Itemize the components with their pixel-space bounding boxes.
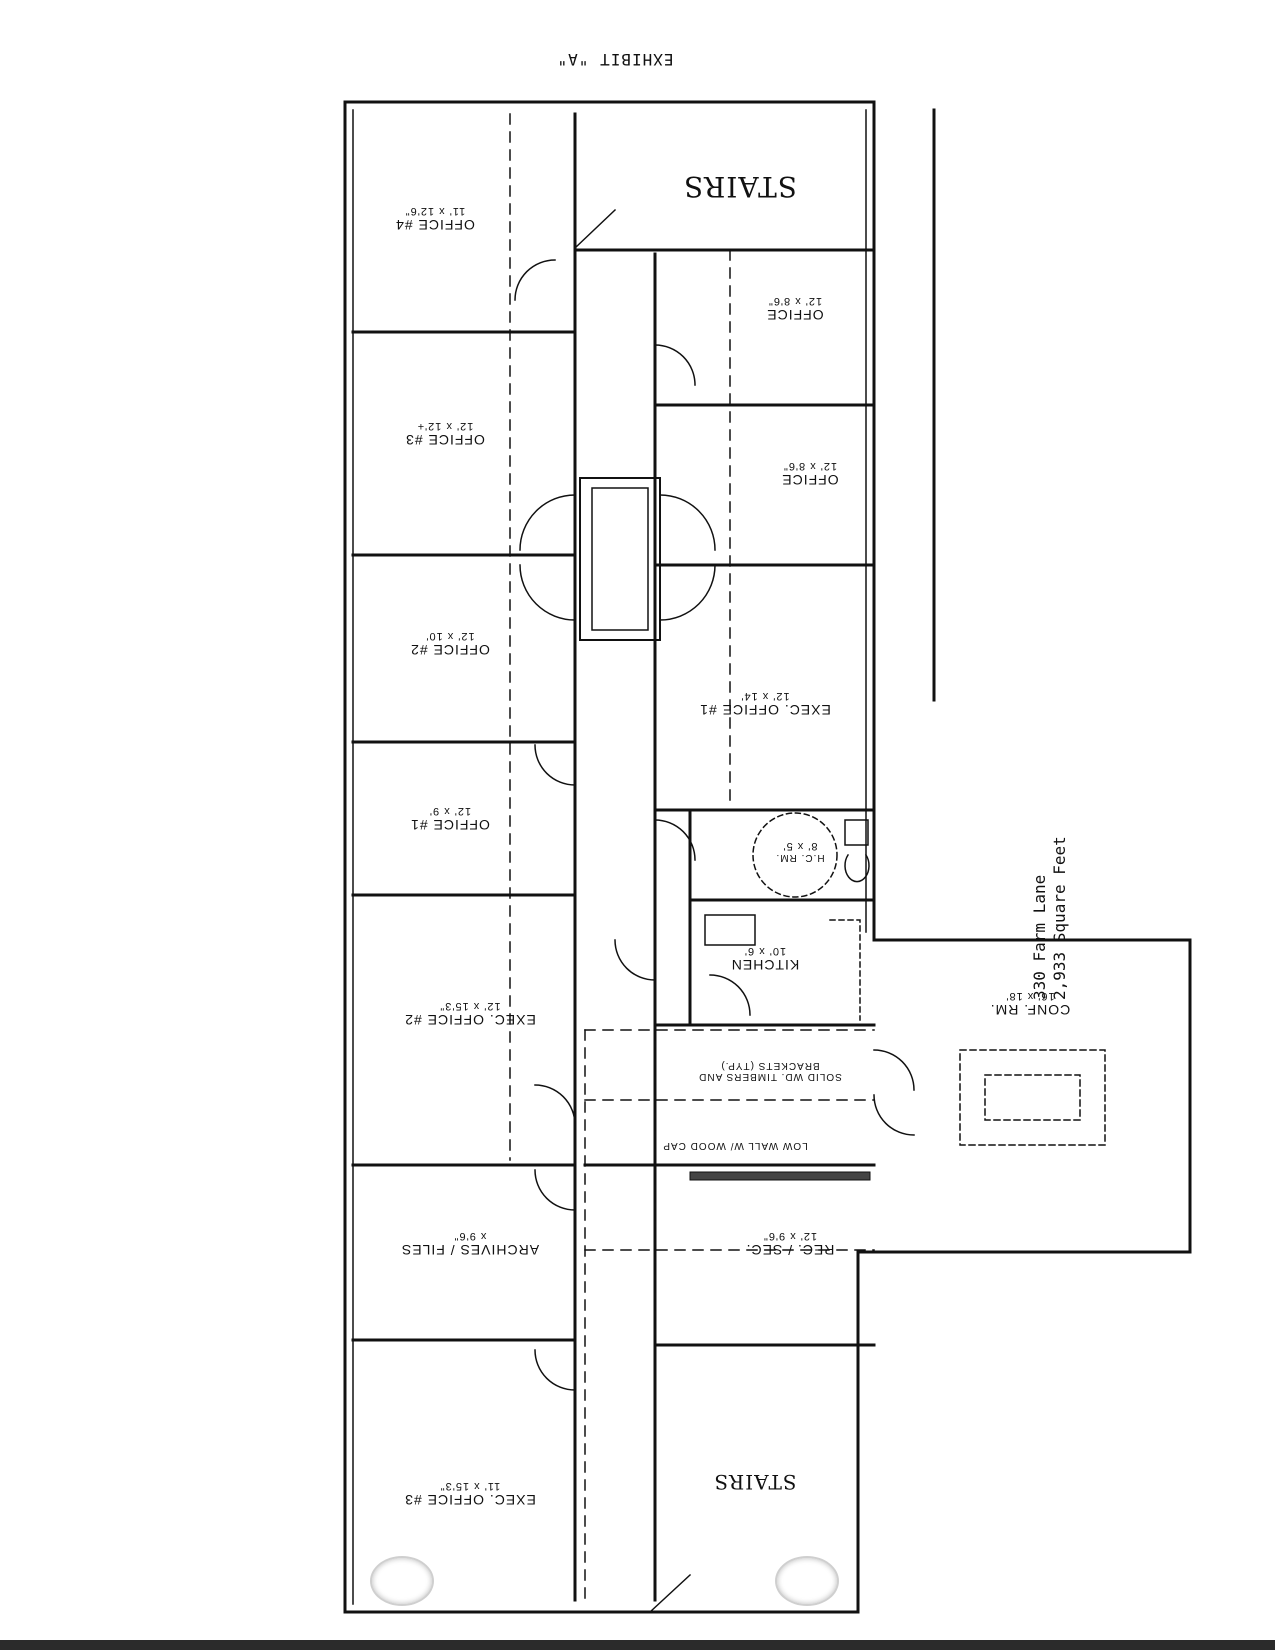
- door-swing: [519, 494, 576, 551]
- address-street: 330 Farm Lane: [1030, 874, 1049, 1000]
- door-swing: [709, 974, 751, 1016]
- door-swing: [534, 1349, 576, 1391]
- door-swing: [514, 259, 556, 301]
- door-swing: [659, 564, 716, 621]
- room-label-stairs-bottom: STAIRS: [713, 1470, 797, 1494]
- door-swing: [654, 344, 696, 386]
- kitchen-counter-right: [829, 919, 861, 1021]
- note-timbers: SOLID WD. TIMBERS AND BRACKETS (TYP.): [698, 1060, 842, 1082]
- address-block: 330 Farm Lane 2,933 Square Feet: [1030, 460, 1070, 1000]
- kitchen-counter: [704, 914, 756, 946]
- room-label-hc-rm: H.C. RM.8' x 5': [775, 840, 825, 863]
- address-area: 2,933 Square Feet: [1050, 836, 1069, 1000]
- outer-wall: [343, 100, 1192, 1614]
- punch-hole: [370, 1556, 434, 1606]
- note-low-wall: LOW WALL W/ WOOD CAP: [662, 1140, 808, 1151]
- toilet: [844, 819, 870, 883]
- stairs-diagonal-bottom: [648, 1573, 692, 1614]
- lightwell: [579, 477, 661, 641]
- door-swing: [873, 1094, 915, 1136]
- door-swing: [519, 564, 576, 621]
- room-label-stairs-top: STAIRS: [683, 170, 797, 203]
- door-swing: [614, 939, 656, 981]
- punch-hole: [775, 1556, 839, 1606]
- door-swing: [534, 1169, 576, 1211]
- room-label-rec-sec: REC. / SEC.12' x 9'6": [745, 1230, 835, 1258]
- door-swing: [659, 494, 716, 551]
- door-swing: [534, 1084, 576, 1126]
- inner-wall-line: [352, 109, 867, 1605]
- stairs-diagonal: [573, 208, 617, 250]
- lightwell-inner: [591, 487, 649, 631]
- scan-bottom-edge: [0, 1640, 1275, 1650]
- conf-table-outer: [959, 1049, 1106, 1146]
- door-swing: [534, 744, 576, 786]
- conf-table-inner: [984, 1074, 1081, 1121]
- door-swing: [654, 819, 696, 861]
- low-wall-hatch: [689, 1171, 871, 1181]
- hc-turning-circle: [752, 812, 838, 898]
- door-swing: [873, 1049, 915, 1091]
